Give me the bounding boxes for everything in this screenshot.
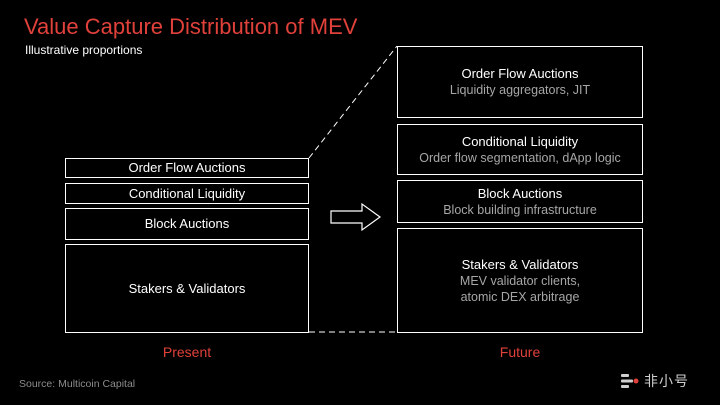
present-label: Present (162, 344, 212, 360)
watermark: 非小号 (620, 371, 689, 391)
future-box-description: MEV validator clients, (459, 273, 581, 288)
present-box-stakers-validators: Stakers & Validators (65, 244, 309, 333)
watermark-text: 非小号 (644, 373, 689, 389)
future-box-description: Liquidity aggregators, JIT (449, 83, 591, 97)
source-note: Source: Multicoin Capital (19, 378, 136, 390)
future-box-label: Block Auctions (477, 185, 563, 201)
future-box-description: Order flow segmentation, dApp logic (419, 150, 621, 165)
present-box-conditional-liquidity: Conditional Liquidity (65, 183, 309, 204)
present-box-order-flow-auctions: Order Flow Auctions (65, 158, 309, 178)
present-box-label: Block Auctions (144, 216, 230, 231)
present-box-label: Stakers & Validators (128, 280, 246, 296)
page-title: Value Capture Distribution of MEV (24, 14, 358, 39)
future-box-label: Order Flow Auctions (461, 66, 579, 81)
top-dashed-connector (308, 45, 398, 159)
future-box-description-line2: atomic DEX arbitrage (460, 289, 580, 304)
future-box-block-auctions: Block Auctions Block building infrastruc… (397, 180, 643, 223)
future-box-label: Conditional Liquidity (461, 133, 579, 149)
future-box-conditional-liquidity: Conditional Liquidity Order flow segment… (397, 124, 643, 175)
present-box-label: Conditional Liquidity (128, 185, 246, 201)
future-box-label: Stakers & Validators (461, 256, 579, 272)
right-arrow-icon (330, 202, 382, 232)
future-box-order-flow-auctions: Order Flow Auctions Liquidity aggregator… (397, 46, 643, 118)
future-label: Future (499, 344, 541, 360)
present-box-block-auctions: Block Auctions (65, 208, 309, 240)
present-box-label: Order Flow Auctions (128, 160, 246, 175)
future-box-stakers-validators: Stakers & Validators MEV validator clien… (397, 228, 643, 333)
logo-icon (621, 374, 639, 388)
page-subtitle: Illustrative proportions (25, 43, 143, 57)
future-box-description: Block building infrastructure (443, 202, 597, 217)
